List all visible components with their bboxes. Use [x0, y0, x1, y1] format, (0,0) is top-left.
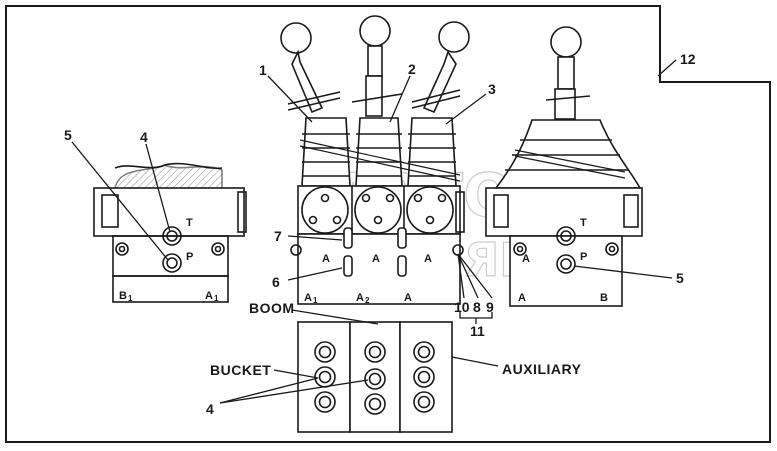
bottom-port-block	[297, 321, 453, 433]
function-labels: BOOM BUCKET AUXILIARY	[210, 300, 582, 378]
left-port-p-label: P	[186, 251, 193, 263]
center-lever-3	[411, 21, 470, 114]
callout-2: 2	[408, 61, 416, 77]
callout-1: 1	[259, 62, 267, 78]
label-boom: BOOM	[249, 300, 295, 316]
left-port-b1-sub: 1	[128, 294, 133, 303]
callout-5-right: 5	[676, 270, 684, 286]
right-lever	[545, 26, 591, 120]
center-port-a-1: A	[322, 253, 330, 265]
label-auxiliary: AUXILIARY	[502, 361, 582, 377]
callout-5-left: 5	[64, 127, 72, 143]
right-port-t-label: T	[580, 217, 587, 229]
center-port-a1-bottom: A	[304, 292, 312, 304]
left-port-a1-label: A	[205, 290, 213, 302]
callout-11: 11	[470, 323, 485, 339]
center-boots	[299, 117, 461, 187]
callout-6: 6	[272, 274, 280, 290]
callout-7: 7	[274, 228, 282, 244]
right-port-a-upper: A	[522, 253, 530, 265]
center-port-a1-bottom-sub: 1	[313, 296, 318, 305]
callout-4-bottom: 4	[206, 401, 214, 417]
left-port-t-label: T	[186, 217, 193, 229]
right-valve-block	[485, 26, 643, 307]
left-valve-block	[93, 162, 247, 303]
bottom-ports-col2	[364, 341, 386, 415]
right-port-b-label: B	[600, 292, 608, 304]
panel-outline	[5, 5, 771, 443]
center-port-a3-bottom: A	[404, 292, 412, 304]
center-valve-stack	[280, 15, 470, 305]
callout-10: 10	[454, 299, 470, 315]
callout-12: 12	[680, 51, 696, 67]
leader-lines	[71, 59, 677, 404]
label-bucket: BUCKET	[210, 362, 271, 378]
left-port-b1-label: B	[119, 290, 127, 302]
callout-4-top: 4	[140, 129, 148, 145]
callout-9: 9	[486, 299, 494, 315]
callout-8: 8	[473, 299, 481, 315]
left-port-a1-sub: 1	[214, 294, 219, 303]
right-port-a-lower: A	[518, 292, 526, 304]
center-port-a-2: A	[372, 253, 380, 265]
right-port-p-label: P	[580, 251, 587, 263]
center-port-a2-bottom: A	[356, 292, 364, 304]
center-lever-1	[280, 22, 341, 114]
callouts: 1 2 3 4 5 5 6 7 10 8 9 11 12 4	[64, 51, 696, 417]
center-port-a-3: A	[424, 253, 432, 265]
bottom-ports-col3	[413, 341, 435, 413]
center-port-a2-bottom-sub: 2	[365, 296, 370, 305]
callout-3: 3	[488, 81, 496, 97]
center-lever-2	[351, 15, 403, 117]
